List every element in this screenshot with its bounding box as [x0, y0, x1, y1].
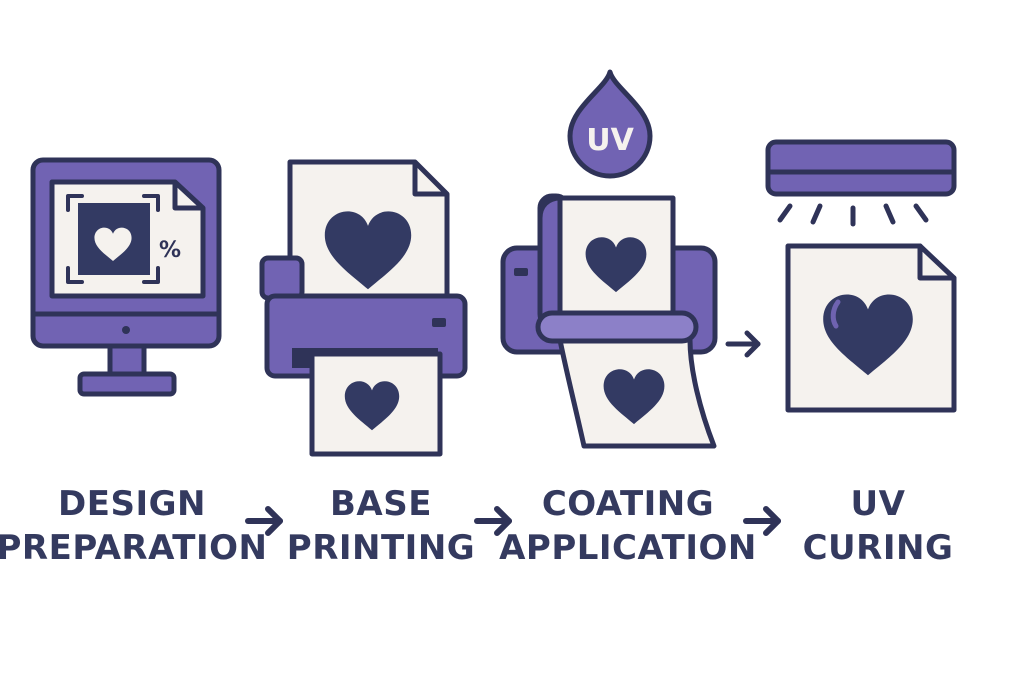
coater-icon: [500, 69, 718, 449]
step-label-line1: BASE: [330, 484, 432, 524]
step-label-line2: CURING: [802, 528, 954, 568]
step-label-line2: APPLICATION: [499, 528, 757, 568]
step-label-uv-curing: UV CURING: [738, 482, 1018, 570]
step-label-line1: UV: [850, 484, 906, 524]
monitor-icon: [30, 157, 222, 397]
step-label-line1: DESIGN: [58, 484, 206, 524]
printer-icon: [259, 159, 468, 457]
arrow-right-icon: [245, 506, 283, 536]
percent-symbol: %: [159, 238, 181, 263]
step-label-design-preparation: DESIGN PREPARATION: [0, 482, 272, 570]
uv-drop-badge: UV: [586, 123, 634, 158]
arrow-right-icon: [725, 330, 761, 358]
uv-lamp-icon: [765, 139, 957, 413]
step-label-line2: PRINTING: [286, 528, 476, 568]
step-label-line1: COATING: [541, 484, 715, 524]
step-label-coating-application: COATING APPLICATION: [488, 482, 768, 570]
step-label-line2: PREPARATION: [0, 528, 268, 568]
arrow-right-icon: [474, 506, 512, 536]
arrow-right-icon: [743, 506, 781, 536]
step-label-base-printing: BASE PRINTING: [241, 482, 521, 570]
